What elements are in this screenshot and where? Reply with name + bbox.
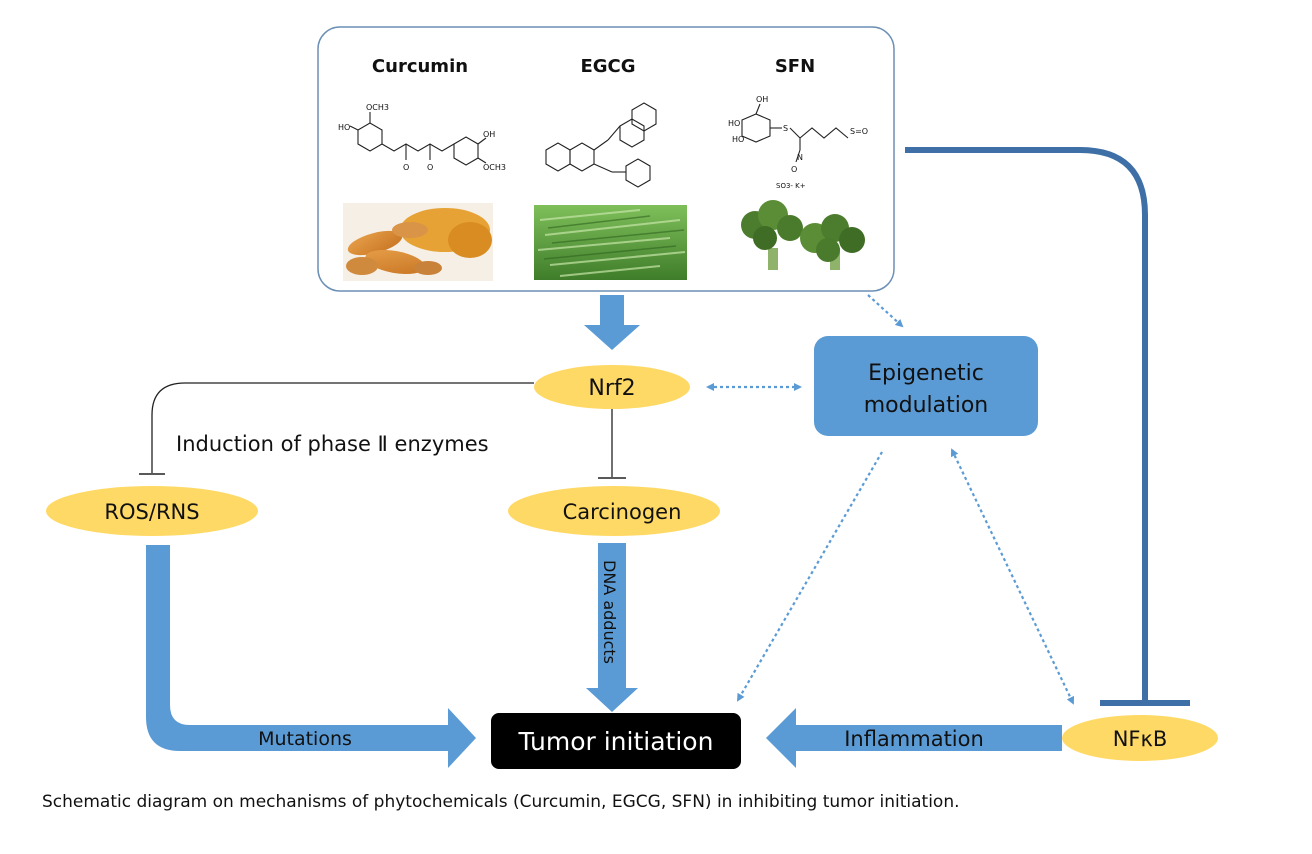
broccoli-image (741, 200, 865, 270)
epigenetic-label-line2: modulation (864, 393, 989, 418)
mutations-label: Mutations (258, 728, 352, 750)
sfn-structure (741, 103, 849, 163)
sfn-n: N (797, 153, 803, 162)
carcinogen-label: Carcinogen (563, 500, 682, 524)
curcumin-o1: O (403, 163, 409, 172)
sfn-inhibits-nfkb-line (905, 147, 1148, 700)
turmeric-image (343, 203, 493, 281)
epigenetic-modulation-box (814, 336, 1038, 436)
arrow-epigenetic-to-tumor (736, 451, 883, 702)
nrf2-inhibits-ros-line (151, 382, 534, 473)
curcumin-och3-right: OCH3 (483, 163, 506, 172)
compound-name-sfn: SFN (775, 56, 815, 77)
arrow-dna-adducts (586, 543, 638, 712)
sfn-ho1: HO (728, 119, 740, 128)
ros-rns-node (46, 486, 258, 536)
dna-adducts-label: DNA adducts (600, 560, 619, 664)
curcumin-oh: OH (483, 130, 495, 139)
arrow-epigenetic-nfkb (950, 448, 1075, 705)
egcg-structure (545, 102, 657, 188)
sfn-ho2: HO (732, 135, 744, 144)
curcumin-structure (349, 112, 487, 166)
nfkb-label: NFκB (1113, 727, 1168, 751)
epigenetic-label-line1: Epigenetic (868, 361, 984, 386)
compound-name-curcumin: Curcumin (372, 56, 468, 77)
nfkb-node (1062, 715, 1218, 761)
nrf2-node (534, 365, 690, 409)
green-tea-image (534, 205, 687, 280)
sfn-s: S (783, 124, 788, 133)
curcumin-o2: O (427, 163, 433, 172)
tumor-initiation-label: Tumor initiation (518, 727, 714, 756)
sfn-sulfoxide: S=O (850, 127, 868, 136)
nrf2-label: Nrf2 (588, 376, 635, 401)
inflammation-label: Inflammation (844, 727, 984, 751)
tumor-initiation-box (491, 713, 741, 769)
sfn-so3: SO3- K+ (776, 182, 806, 190)
compound-name-egcg: EGCG (580, 56, 635, 77)
carcinogen-node (508, 486, 720, 536)
sfn-oh: OH (756, 95, 768, 104)
ros-rns-label: ROS/RNS (104, 500, 199, 524)
arrow-inflammation (766, 708, 1062, 768)
curcumin-ho: HO (338, 123, 350, 132)
arrow-box-to-nrf2 (584, 295, 640, 350)
curcumin-och3-top: OCH3 (366, 103, 389, 112)
figure-caption: Schematic diagram on mechanisms of phyto… (42, 792, 960, 812)
phase2-enzymes-label: Induction of phase Ⅱ enzymes (176, 432, 489, 456)
sfn-o: O (791, 165, 797, 174)
arrow-box-to-epigenetic (867, 294, 904, 328)
arrow-mutations (146, 545, 476, 768)
